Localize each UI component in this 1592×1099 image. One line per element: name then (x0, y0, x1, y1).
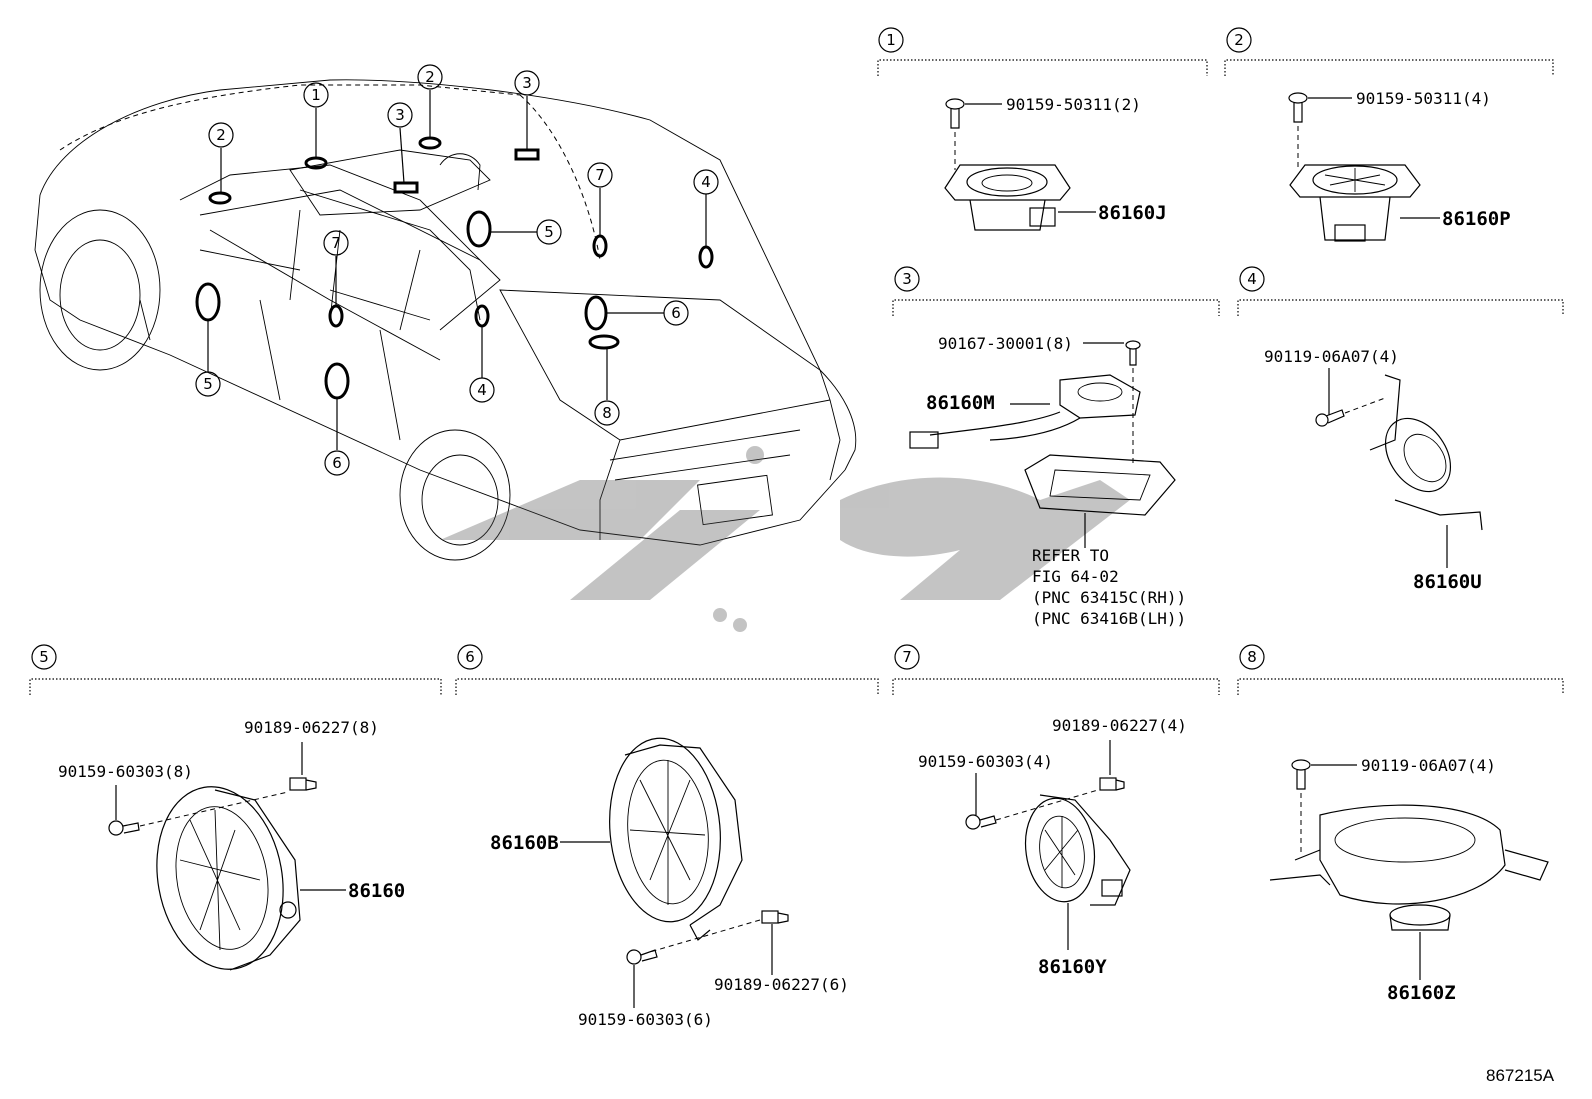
reference-note-line: (PNC 63415C(RH)) (1032, 588, 1186, 607)
part-number-bolt: 90159-50311(4) (1356, 89, 1491, 108)
car-callout-6b: 6 (663, 300, 689, 326)
part-number-bolt: 90167-30001(8) (938, 334, 1073, 353)
car-callout-2b: 2 (417, 64, 443, 90)
car-callout-5b: 5 (195, 371, 221, 397)
part-number-bolt: 90159-50311(2) (1006, 95, 1141, 114)
speaker-icon (609, 737, 743, 941)
part-number-clip: 90189-06227(4) (1052, 716, 1187, 735)
section-5: 5 90189-06227(8) 90159-60303(8) 86160 (29, 644, 442, 971)
svg-text:5: 5 (203, 375, 213, 393)
car-callout-4b: 4 (469, 377, 495, 403)
section-8: 8 90119-06A07(4) 86160Z (1237, 644, 1564, 1004)
car-callout-3a: 3 (387, 102, 413, 128)
speaker-icon (1289, 164, 1421, 242)
speaker-icon (1369, 374, 1483, 531)
svg-text:6: 6 (332, 454, 342, 472)
section-2: 2 90159-50311(4) 86160P (1224, 27, 1554, 242)
part-number-speaker: 86160J (1098, 202, 1167, 224)
car-callout-6a: 6 (324, 450, 350, 476)
car-callout-2a: 2 (208, 122, 234, 148)
svg-text:8: 8 (1247, 648, 1257, 666)
part-number-clip: 90189-06227(6) (714, 975, 849, 994)
section-4: 4 90119-06A07(4) 86160U (1237, 266, 1564, 593)
reference-note-line: FIG 64-02 (1032, 567, 1119, 586)
svg-text:6: 6 (671, 304, 681, 322)
part-number-speaker: 86160U (1413, 571, 1482, 593)
svg-text:2: 2 (216, 126, 226, 144)
bolt-icon (1288, 92, 1308, 123)
svg-text:4: 4 (477, 381, 487, 399)
part-number-bolt: 90159-60303(8) (58, 762, 193, 781)
speaker-icon (156, 786, 301, 971)
clip-icon (289, 777, 317, 791)
watermark-logo (440, 446, 1130, 632)
bolt-icon (945, 98, 965, 129)
bolt-icon (1315, 409, 1345, 427)
part-number-bolt: 90159-60303(6) (578, 1010, 713, 1029)
clip-icon (761, 910, 789, 924)
car-callout-8: 8 (594, 400, 620, 426)
svg-text:1: 1 (311, 86, 321, 104)
svg-text:3: 3 (522, 74, 532, 92)
svg-text:2: 2 (1234, 31, 1244, 49)
svg-text:7: 7 (902, 648, 912, 666)
part-number-speaker: 86160 (348, 880, 405, 902)
reference-note-line: REFER TO (1032, 546, 1109, 565)
bolt-icon (965, 814, 997, 830)
svg-text:5: 5 (39, 648, 49, 666)
car-callout-7a: 7 (323, 230, 349, 256)
svg-text:7: 7 (595, 166, 605, 184)
part-number-speaker: 86160P (1442, 208, 1511, 230)
svg-text:4: 4 (1247, 270, 1257, 288)
clip-icon (1099, 777, 1125, 791)
car-callout-7b: 7 (587, 162, 613, 188)
screw-icon (1125, 340, 1141, 366)
svg-text:1: 1 (886, 31, 896, 49)
speaker-icon (909, 374, 1141, 449)
svg-text:3: 3 (902, 270, 912, 288)
speaker-icon (1024, 794, 1131, 906)
part-number-bolt: 90119-06A07(4) (1264, 347, 1399, 366)
subwoofer-icon (1269, 804, 1549, 931)
svg-text:5: 5 (544, 223, 554, 241)
part-number-speaker: 86160M (926, 392, 995, 414)
reference-note-line: (PNC 63416B(LH)) (1032, 609, 1186, 628)
svg-text:2: 2 (425, 68, 435, 86)
svg-text:4: 4 (701, 173, 711, 191)
section-7: 7 90189-06227(4) 90159-60303(4) 86160Y (892, 644, 1220, 978)
part-number-bolt: 90119-06A07(4) (1361, 756, 1496, 775)
bolt-icon (1291, 759, 1311, 790)
section-6: 6 86160B 90189-06227(6) 90159-60303(6) (455, 644, 879, 1029)
figure-code: 867215A (1486, 1066, 1555, 1085)
car-callout-4a: 4 (693, 169, 719, 195)
car-callout-3b: 3 (514, 70, 540, 96)
part-number-speaker: 86160Z (1387, 982, 1456, 1004)
part-number-speaker: 86160B (490, 832, 559, 854)
svg-text:3: 3 (395, 106, 405, 124)
svg-text:6: 6 (465, 648, 475, 666)
section-1: 1 90159-50311(2) 86160J (877, 27, 1208, 231)
part-number-clip: 90189-06227(8) (244, 718, 379, 737)
svg-text:7: 7 (331, 234, 341, 252)
grille-icon (1024, 454, 1176, 516)
car-overview: 1 2 2 3 3 5 5 6 6 7 7 4 4 8 (34, 64, 857, 561)
bolt-icon (108, 820, 140, 836)
car-callout-5a: 5 (536, 219, 562, 245)
section-3: 3 90167-30001(8) 86160M REFER TO FIG 64-… (892, 266, 1220, 628)
car-callout-1: 1 (303, 82, 329, 108)
svg-text:8: 8 (602, 404, 612, 422)
part-number-speaker: 86160Y (1038, 956, 1107, 978)
speaker-icon (944, 164, 1071, 231)
part-number-bolt: 90159-60303(4) (918, 752, 1053, 771)
bolt-icon (626, 949, 658, 965)
